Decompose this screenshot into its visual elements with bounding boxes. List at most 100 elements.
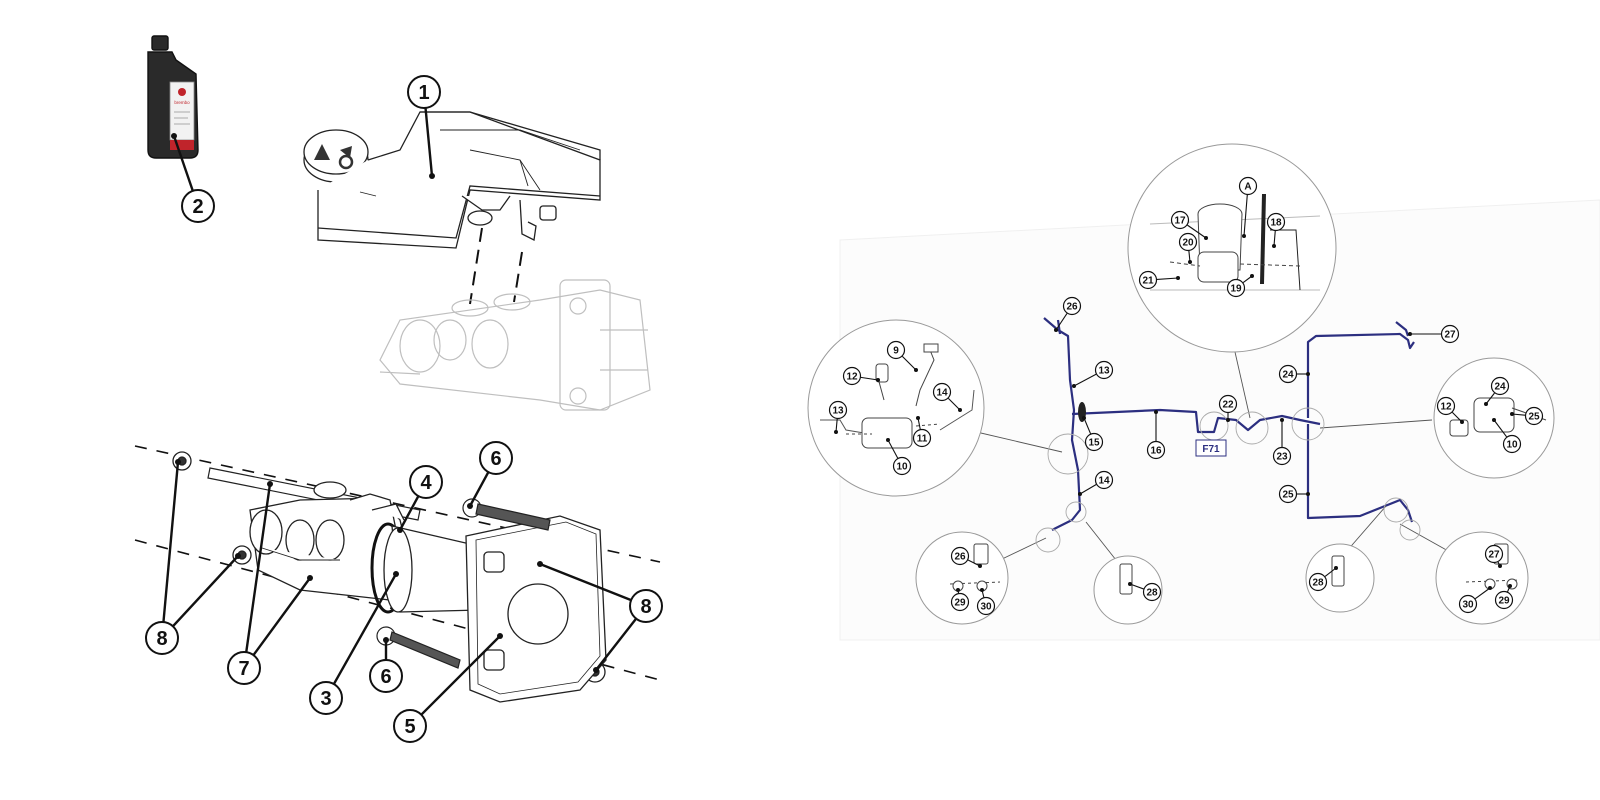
right-routing-view: F71 — [807, 143, 1600, 641]
pipe-callout-14: 14 — [1078, 470, 1114, 496]
pipe-callout-number: 21 — [1142, 276, 1154, 287]
pipe-callout-13: 13 — [828, 400, 848, 434]
callout-4: 4 — [397, 465, 443, 533]
leader-dot — [497, 633, 503, 639]
callout-1: 1 — [407, 75, 441, 179]
pipe-callout-number: 27 — [1488, 550, 1500, 561]
pipe-callout-14: 14 — [932, 382, 962, 412]
pipe-callout-circle — [1484, 544, 1504, 564]
pipe-callout-circle — [886, 340, 906, 360]
leader-dot — [175, 459, 181, 465]
pipe-callout-circle — [1278, 364, 1298, 384]
pipe-callout-circle — [1458, 594, 1478, 614]
pipe-callout-circle — [1218, 394, 1238, 414]
callout-number: 5 — [404, 716, 415, 738]
pipe-callout-number: 10 — [1506, 440, 1518, 451]
pipe-callout-28: 28 — [1128, 582, 1162, 602]
pipe-callout-number: 26 — [954, 552, 966, 563]
pipe-callout-24: 24 — [1484, 376, 1510, 406]
leader-dot — [956, 588, 960, 592]
pipe-callout-number: 25 — [1282, 490, 1294, 501]
master-cylinder-body — [249, 481, 411, 601]
pipe-callout-number: A — [1244, 182, 1251, 193]
pipe-callout-circle — [828, 400, 848, 420]
pipe-callout-number: 20 — [1182, 238, 1194, 249]
pipe-callout-circle — [1142, 582, 1162, 602]
pipe-callout-number: 24 — [1494, 382, 1506, 393]
callout-number: 1 — [418, 82, 429, 104]
callout-7: 7 — [227, 481, 313, 685]
leader-dot — [1492, 418, 1496, 422]
left-exploded-view: brembo — [134, 35, 661, 703]
callout-circle — [309, 681, 343, 715]
callout-leader — [420, 635, 501, 716]
callout-number: 2 — [192, 196, 203, 218]
leader-dot — [397, 527, 403, 533]
pipe-callout-number: 28 — [1146, 588, 1158, 599]
leader-dot — [1488, 586, 1492, 590]
callout-2: 2 — [171, 133, 215, 223]
leader-dot — [834, 430, 838, 434]
leader-dot — [1072, 384, 1076, 388]
pipe-callout-21: 21 — [1138, 270, 1180, 290]
leader-dot — [1334, 566, 1338, 570]
leader-dot — [537, 561, 543, 567]
pipe-callout-circle — [1170, 210, 1190, 230]
leader-dot — [1280, 418, 1284, 422]
pipe-callout-number: 18 — [1270, 218, 1282, 229]
pipe-callout-leader — [1324, 567, 1337, 577]
callout-6: 6 — [467, 441, 513, 509]
leader-dot — [467, 503, 473, 509]
pipe-callout-leader — [1493, 419, 1508, 438]
pipe-callout-18: 18 — [1266, 212, 1286, 248]
pipe-callout-number: 23 — [1276, 452, 1288, 463]
leader-dot — [429, 173, 435, 179]
pipe-callout-circle — [1524, 406, 1544, 426]
pipe-callout-number: 24 — [1282, 370, 1294, 381]
callout-circle — [145, 621, 179, 655]
pipe-callout-circle — [1138, 270, 1158, 290]
pipe-callout-19: 19 — [1226, 274, 1254, 298]
leader-dot — [980, 588, 984, 592]
pipe-callout-leader — [1273, 230, 1276, 247]
pipe-callout-number: 13 — [832, 406, 844, 417]
pipe-callout-15: 15 — [1082, 416, 1104, 452]
leader-dot — [267, 481, 273, 487]
pipe-callout-circle — [1440, 324, 1460, 344]
pipe-callout-leader — [1474, 587, 1491, 600]
leader-dot — [1250, 274, 1254, 278]
pipe-callout-circle — [932, 382, 952, 402]
callout-leader — [252, 577, 311, 656]
pipe-callout-number: 25 — [1528, 412, 1540, 423]
pipe-callout-circle — [950, 592, 970, 612]
leader-dot — [1510, 412, 1514, 416]
pipe-callout-24: 24 — [1278, 364, 1310, 384]
pipe-callout-number: 29 — [1498, 596, 1510, 607]
pipe-callout-leader — [1073, 373, 1097, 387]
leader-dot — [876, 378, 880, 382]
pipe-callout-circle — [1436, 396, 1456, 416]
pipe-callout-leader — [1083, 417, 1092, 434]
leader-dot — [307, 575, 313, 581]
pipe-callout-20: 20 — [1178, 232, 1198, 264]
callout-leader — [172, 135, 194, 192]
pipe-callout-leader — [1511, 413, 1526, 416]
pipe-callout-circle — [1178, 232, 1198, 252]
callout-leader — [171, 555, 239, 628]
pipe-callout-number: 30 — [1462, 600, 1474, 611]
detail-leaders — [967, 329, 1451, 561]
pipe-callout-circle — [1084, 432, 1104, 452]
callout-3: 3 — [309, 571, 399, 715]
pipe-callout-circle — [1272, 446, 1292, 466]
callout-number: 8 — [156, 628, 167, 650]
pipe-callout-circle — [1094, 470, 1114, 490]
pipe-callout-circle — [1226, 278, 1246, 298]
pipe-callout-circle — [1502, 434, 1522, 454]
callout-leader — [332, 573, 398, 685]
callout-6: 6 — [369, 637, 403, 693]
studs — [376, 498, 551, 669]
pipe-callout-leader — [1156, 277, 1179, 280]
pipe-callout-29: 29 — [950, 588, 970, 612]
leader-dot — [171, 133, 177, 139]
